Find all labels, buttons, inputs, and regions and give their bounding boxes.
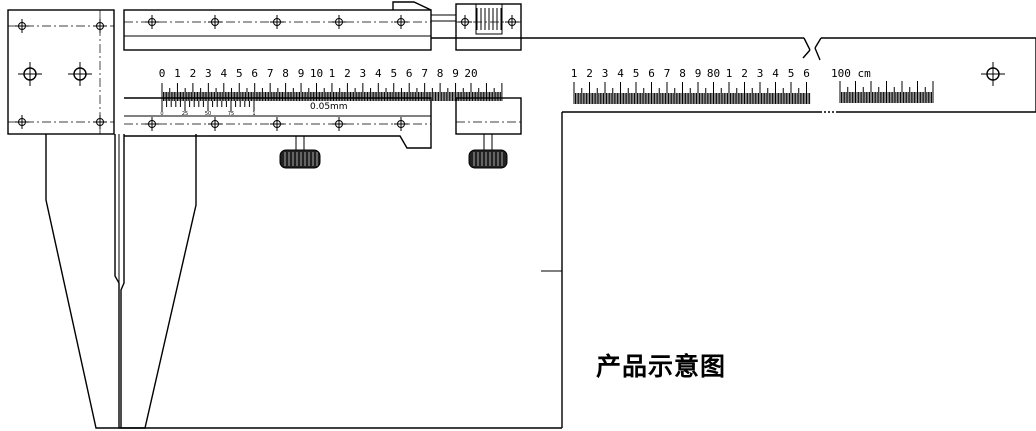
scale-label: 80: [707, 67, 720, 80]
mounting-holes: [15, 15, 1005, 131]
scale-label: 6: [251, 67, 258, 80]
vernier-label: 75: [228, 111, 234, 117]
scale-label: 4: [617, 67, 624, 80]
scale-label: 1: [174, 67, 181, 80]
main-scale-right-ticks: [573, 82, 811, 104]
scale-label: 6: [803, 67, 810, 80]
fixed-outside-jaw: [45, 134, 120, 429]
vernier-scale-ticks: [161, 101, 255, 111]
scale-label: 2: [741, 67, 748, 80]
scale-label: 9: [452, 67, 459, 80]
main-beam: [123, 1, 1036, 61]
scale-label: 9: [695, 67, 702, 80]
lower-clamp-block[interactable]: [455, 97, 522, 135]
vernier-label: 50: [205, 111, 211, 117]
diagram-caption: 产品示意图: [596, 352, 727, 381]
movable-outside-jaw: [120, 134, 197, 429]
scale-label: 3: [205, 67, 212, 80]
scale-label: 4: [772, 67, 779, 80]
scale-label: 3: [602, 67, 609, 80]
scale-label: 8: [437, 67, 444, 80]
main-scale-end-label: 100 cm: [831, 67, 871, 80]
scale-label: 3: [360, 67, 367, 80]
scale-label: 0: [159, 67, 166, 80]
scale-label: 9: [298, 67, 305, 80]
scale-label: 5: [236, 67, 243, 80]
scale-label: 10: [310, 67, 323, 80]
main-scale-end-ticks: [839, 81, 934, 103]
vernier-scale-labels: 0 25 50 75 1: [160, 111, 255, 117]
vernier-label: 25: [182, 111, 188, 117]
scale-label: 4: [220, 67, 227, 80]
scale-label: 7: [664, 67, 671, 80]
scale-label: 5: [788, 67, 795, 80]
scale-label: 5: [633, 67, 640, 80]
lock-screw-left[interactable]: [279, 135, 321, 169]
vernier-label: 0: [160, 111, 163, 117]
scale-label: 6: [406, 67, 413, 80]
scale-label: 2: [344, 67, 351, 80]
scale-label: 1: [726, 67, 733, 80]
scale-label: 7: [267, 67, 274, 80]
scale-label: 8: [679, 67, 686, 80]
scale-label: 1: [329, 67, 336, 80]
scale-label: 1: [571, 67, 578, 80]
vernier-resolution-label: 0.05mm: [310, 102, 348, 112]
scale-label: 6: [648, 67, 655, 80]
scale-label: 3: [757, 67, 764, 80]
scale-label: 4: [375, 67, 382, 80]
scale-label: 8: [282, 67, 289, 80]
lock-screw-right[interactable]: [468, 133, 508, 169]
scale-label: 5: [390, 67, 397, 80]
scale-label: 2: [586, 67, 593, 80]
fine-adjust-clamp[interactable]: [455, 3, 522, 51]
depth-edge: [119, 38, 1036, 429]
main-scale-left-ticks: [161, 83, 503, 101]
scale-label: 7: [421, 67, 428, 80]
scale-label: 20: [464, 67, 477, 80]
scale-label: 2: [190, 67, 197, 80]
vernier-label: 1: [252, 111, 255, 117]
